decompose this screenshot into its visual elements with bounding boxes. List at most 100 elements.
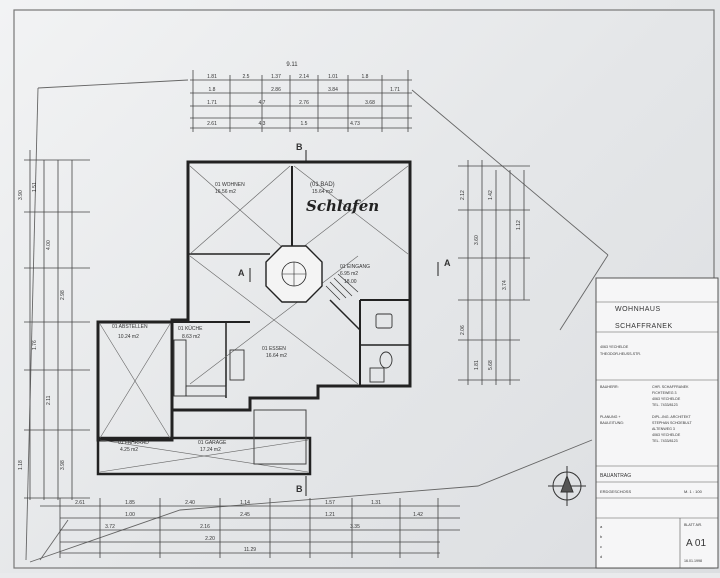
north-arrow-icon [548,466,586,506]
room-fahrrad-area: 4.25 m2 [120,447,138,453]
dim-top-1-0: 1.81 [207,74,217,80]
site-boundary [25,79,609,563]
dim-top-3-1: 4.7 [259,100,266,106]
section-b-bottom: B [296,484,303,494]
dim-top-3-2: 2.76 [299,100,309,106]
revision-d: d [600,554,602,559]
floor-label: ERDGESCHOSS [600,489,631,494]
overall-width-bottom: 11.29 [244,547,256,553]
bauherr-label: BAUHERR: [600,385,619,389]
section-a-left: A [238,268,245,278]
revision-c: c [600,544,602,549]
dim-bottom-3-0: 3.72 [105,524,115,530]
dim-top-4-0: 2.61 [207,121,217,127]
dim-left-6: 3.98 [60,460,66,470]
room-eingang-area: 6.95 m2 [340,271,358,277]
spiral-stair [265,245,323,303]
bauleitung-label: BAULEITUNG: [600,421,624,425]
room-bad-name: (01 BAD) [310,182,335,188]
sheet-number: A 01 [686,538,706,549]
dim-left-0: 3.90 [18,190,24,200]
dim-left-5: 2.11 [46,395,52,405]
room-garage-area: 17.24 m2 [200,447,221,453]
room-kueche-area: 8.63 m2 [182,334,200,340]
garage-bay [253,409,307,465]
dim-bottom-4-0: 2.20 [205,536,215,542]
section-markers [249,150,439,496]
dim-bottom-1-3: 1.14 [240,500,250,506]
dim-top-1-5: 1.8 [362,74,369,80]
dim-right-4: 1.12 [516,220,522,230]
dim-bottom-1-0: 2.61 [75,500,85,506]
dim-bottom-1-2: 2.40 [185,500,195,506]
dim-right-1: 3.60 [474,235,480,245]
planung-line-1: STEPHAN SCHOEBULT [652,421,692,425]
dim-left-7: 1.18 [18,460,24,470]
entrance-steps [325,273,359,301]
dim-bottom-3-1: 2.16 [200,524,210,530]
dim-top-3-0: 1.71 [207,100,217,106]
room-fahrrad-name: 01 FAHRRAD [118,440,149,446]
dim-left-1: 1.51 [32,182,38,192]
plan-date: 16.01.1998 [684,559,702,563]
kitchen-counter [173,339,245,397]
dim-bottom-2-2: 1.21 [325,512,335,518]
top-dimension-texts: 1.81 2.5 1.37 2.14 1.01 1.8 1.8 2.86 3.8… [207,74,400,127]
dim-right-6: 1.81 [474,360,480,370]
dim-top-4-2: 1.5 [301,121,308,127]
planung-line-2: ALTENWEG 3 [652,427,675,431]
bottom-dimension-lines [40,498,460,558]
room-kueche-name: 01 KÜCHE [178,325,203,332]
planung-label: PLANUNG + [600,415,620,419]
room-bad-area: 15.64 m2 [312,189,333,195]
dim-bottom-2-1: 2.45 [240,512,250,518]
room-crosses [99,165,409,473]
room-abstellen-area: 10.24 m2 [118,334,139,340]
left-dimension-texts: 3.90 1.51 4.00 2.98 1.76 2.11 3.98 1.18 [18,182,66,470]
address-line-2: THEODOR-HEUSS-STR. [600,352,641,356]
dim-top-1-3: 2.14 [299,74,309,80]
dim-top-2-3: 1.71 [390,87,400,93]
dim-bottom-1-4: 1.57 [325,500,335,506]
top-dimension-lines [190,70,412,132]
room-wohnen-area: 16.56 m2 [215,189,236,195]
room-wohnen-name: 01 WOHNEN [215,182,245,188]
planung-line-4: TEL. 7433/8123 [652,439,678,443]
overall-width-top: 9.11 [286,62,298,68]
right-dimension-lines [458,160,530,385]
dim-right-3: 3.74 [502,280,508,290]
dim-bottom-1-5: 1.31 [371,500,381,506]
title-block [595,277,719,569]
room-labels: 01 WOHNEN 16.56 m2 (01 BAD) 15.64 m2 01 … [112,182,370,453]
room-essen-area: 16.64 m2 [266,353,287,359]
room-abstellen-name: 01 ABSTELLEN [112,324,148,330]
dim-bottom-3-2: 3.35 [350,524,360,530]
dim-right-2: 1.42 [488,190,494,200]
bauherr-line-3: TEL. 7433/8123 [652,403,678,407]
revision-a: a [600,524,603,529]
dim-left-3: 2.98 [60,290,66,300]
room-wc-area: 18.00 [344,279,357,285]
sheet-label: BLATT-NR. [684,523,702,527]
dim-right-0: 2.12 [460,190,466,200]
dim-top-1-1: 2.5 [243,74,250,80]
dim-top-2-2: 3.84 [328,87,338,93]
bauherr-line-2: 4063 YECHELDE [652,397,681,401]
dim-top-4-3: 4.73 [350,121,360,127]
dim-top-3-3: 3.68 [365,100,375,106]
title-line-1: WOHNHAUS [615,306,661,313]
room-garage-name: 01 GARAGE [198,440,227,446]
dim-left-2: 4.00 [46,240,52,250]
handwritten-note: Schlafen [306,197,379,215]
dim-top-1-2: 1.37 [271,74,281,80]
right-dimension-texts: 2.12 3.60 1.42 3.74 1.12 2.06 1.81 5.68 [460,190,522,370]
bath-fixtures [369,313,393,383]
bottom-dimension-texts: 2.61 1.85 2.40 1.14 1.57 1.31 1.00 2.45 … [75,500,423,553]
dim-left-4: 1.76 [32,340,38,350]
planung-line-0: DIPL.-ING. ARCHITEKT [652,415,692,419]
section-a-right: A [444,258,451,268]
bauantrag-label: BAUANTRAG [600,473,631,479]
bauherr-line-0: CHR. SCHAFFRANEK [652,385,689,389]
